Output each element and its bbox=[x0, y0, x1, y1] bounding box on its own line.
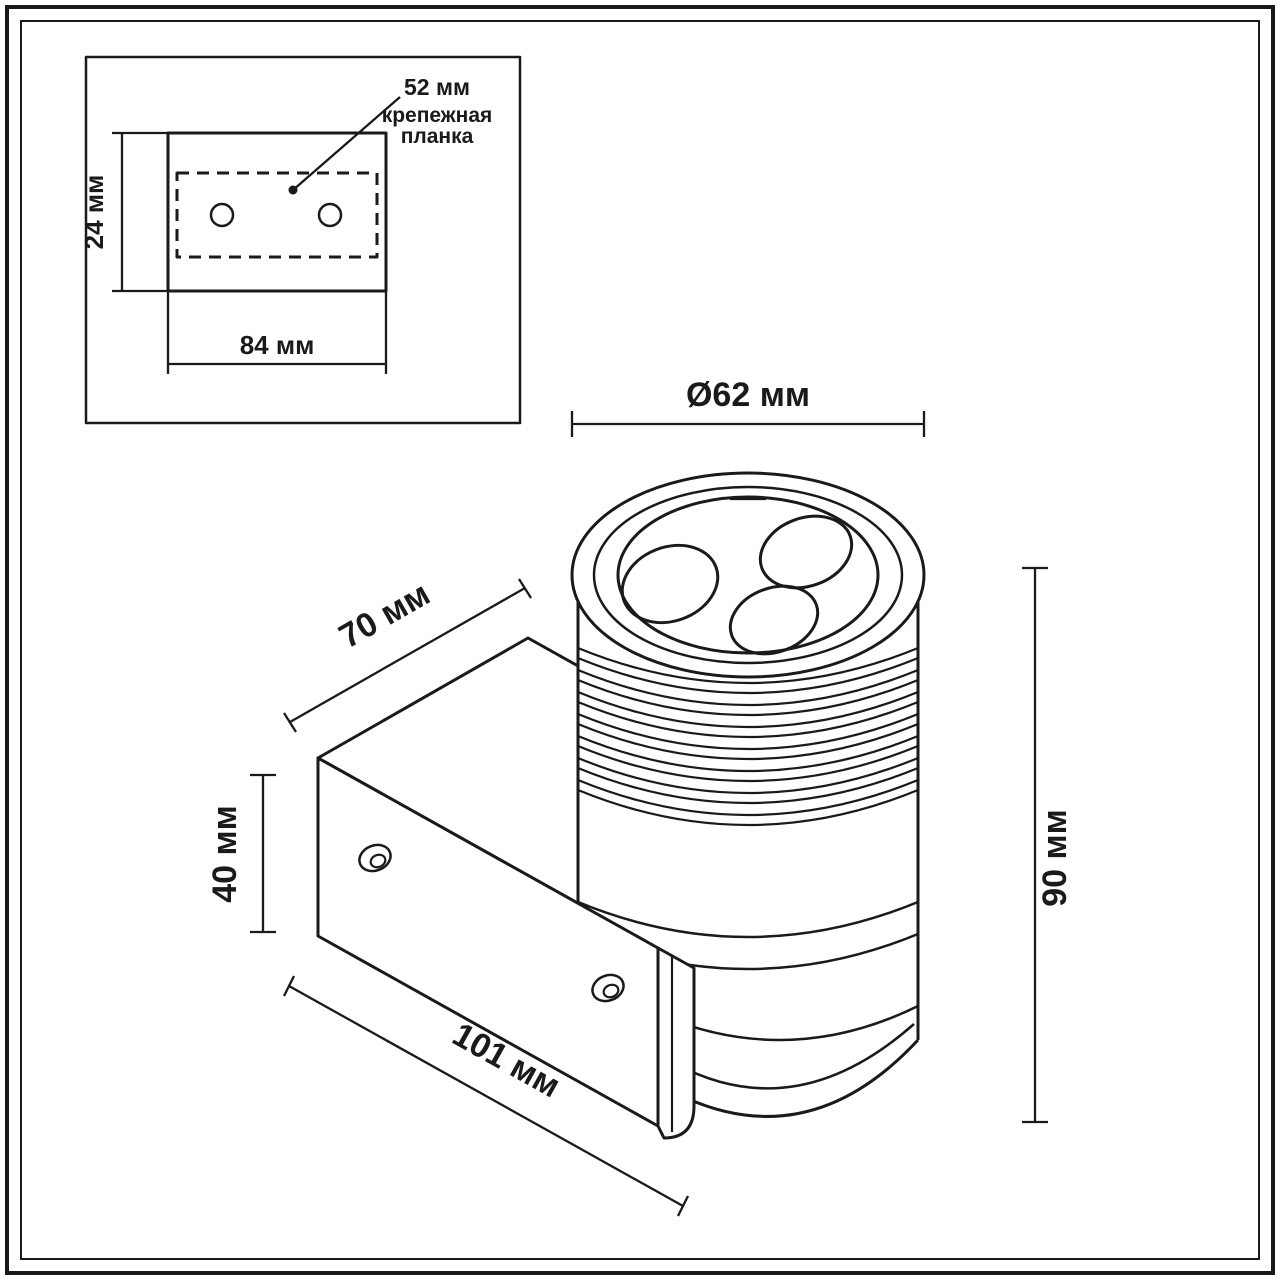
cooling-ribs bbox=[577, 646, 919, 827]
dim-70mm-label: 70 мм bbox=[333, 575, 437, 656]
cylinder-body bbox=[570, 471, 926, 1118]
inset-panel: 52 мм крепежная планка 24 мм 84 мм bbox=[79, 55, 522, 425]
inset-panel-frame bbox=[84, 55, 522, 425]
dim-70mm-tick-start bbox=[283, 712, 297, 733]
cylinder-rim-inner-ring bbox=[592, 485, 904, 665]
plate-caption-line2: планка bbox=[401, 125, 474, 148]
dim-62mm-label: Ø62 мм bbox=[686, 376, 810, 414]
mounting-plate-diagram bbox=[166, 96, 401, 293]
dim-70mm-tick-end bbox=[518, 578, 532, 599]
inner-border bbox=[20, 20, 1260, 1260]
fixture-drawing: Ø62 мм 90 мм 40 мм 70 мм 10 bbox=[206, 376, 1074, 1217]
dim-101mm-line bbox=[288, 984, 684, 1208]
plate-caption-line1: крепежная bbox=[382, 104, 493, 127]
lens-left bbox=[620, 543, 720, 625]
plate-slot-dashed bbox=[175, 171, 379, 259]
plate-outline bbox=[166, 131, 388, 293]
body-seam-upper bbox=[577, 900, 919, 939]
lens-lower bbox=[728, 584, 820, 656]
bracket-hole-lower bbox=[591, 973, 625, 1003]
dim-90mm-label: 90 мм bbox=[1036, 809, 1074, 907]
dim-52mm-label: 52 мм bbox=[404, 74, 470, 100]
dim-24mm: 24 мм bbox=[79, 131, 168, 293]
dim-40mm: 40 мм bbox=[206, 773, 276, 934]
bracket bbox=[316, 756, 696, 1140]
dim-84mm: 84 мм bbox=[166, 291, 388, 374]
plate-hole-left bbox=[209, 202, 235, 228]
dim-40mm-label: 40 мм bbox=[206, 805, 244, 903]
dim-101mm-tick-end bbox=[676, 1195, 690, 1217]
lens-upper bbox=[758, 514, 854, 590]
dim-70mm-line bbox=[289, 587, 526, 723]
dim-24mm-label: 24 мм bbox=[79, 175, 109, 250]
dim-90mm: 90 мм bbox=[1022, 566, 1074, 1124]
bracket-lip bbox=[656, 946, 696, 1140]
plate-hole-right bbox=[317, 202, 343, 228]
dim-62mm: Ø62 мм bbox=[570, 376, 926, 437]
bottom-rim-inner bbox=[675, 1023, 915, 1090]
bracket-hole-upper bbox=[358, 843, 392, 873]
cylinder-face-ring bbox=[616, 495, 880, 655]
bottom-rim-outer bbox=[685, 1038, 920, 1118]
dim-101mm-tick-start bbox=[282, 975, 296, 997]
dim-84mm-label: 84 мм bbox=[240, 330, 315, 360]
outer-border bbox=[5, 5, 1275, 1275]
leader-line bbox=[292, 96, 401, 191]
dim-52mm: 52 мм крепежная планка bbox=[382, 74, 493, 148]
